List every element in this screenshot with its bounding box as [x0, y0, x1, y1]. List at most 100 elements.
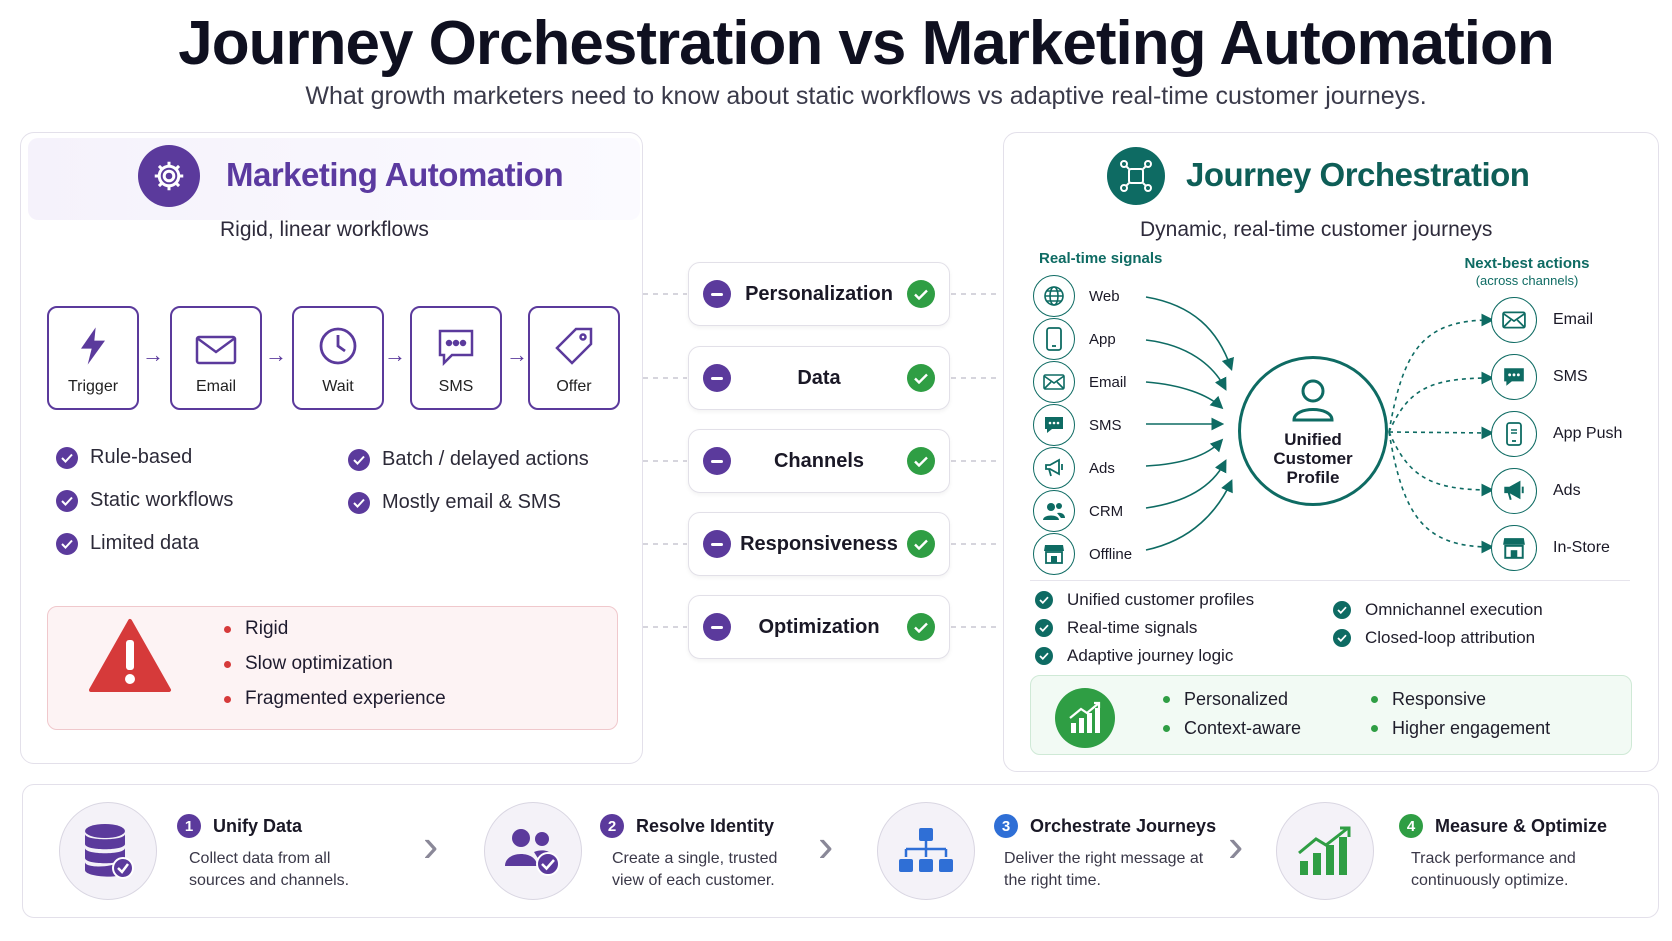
- megaphone-icon: [1491, 468, 1537, 514]
- arrow-right-icon: →: [265, 342, 287, 367]
- arrow-right-icon: →: [384, 342, 406, 367]
- drawback-item: Fragmented experience: [224, 688, 446, 710]
- chat-bubble-icon: [1033, 404, 1075, 446]
- outcome-item: Context-aware: [1163, 718, 1301, 739]
- check-icon: [1333, 629, 1351, 647]
- marketing-automation-header: [28, 138, 640, 220]
- network-icon: [1107, 147, 1165, 205]
- check-icon: [906, 530, 935, 558]
- flow-step-label: SMS: [438, 378, 474, 395]
- comparison-connectors: [643, 293, 1001, 628]
- check-icon: [907, 447, 935, 475]
- marketing-automation-subtitle: Rigid, linear workflows: [220, 218, 429, 241]
- ma-features-left: Rule-based Static workflows Limited data: [56, 446, 233, 555]
- store-icon: [1491, 525, 1537, 571]
- step-number-badge: 2: [600, 814, 624, 838]
- drawback-item: Rigid: [224, 618, 446, 640]
- minus-icon: [703, 280, 731, 308]
- marketing-automation-title: Marketing Automation: [226, 156, 564, 193]
- check-icon: [1035, 647, 1053, 665]
- comparison-optimization: Optimization: [688, 595, 950, 659]
- action-app-push: App Push: [1491, 411, 1622, 457]
- minus-icon: [703, 447, 731, 475]
- jo-features-right: Omnichannel execution Closed-loop attrib…: [1333, 600, 1543, 648]
- ma-features-right: Batch / delayed actions Mostly email & S…: [348, 448, 589, 514]
- flow-step-label: Trigger: [67, 378, 119, 395]
- steps-bar: [22, 784, 1659, 918]
- flow-step-label: Wait: [322, 378, 354, 395]
- check-icon: [907, 280, 935, 308]
- check-icon: [56, 532, 78, 555]
- hierarchy-icon: [877, 802, 975, 900]
- flow-step-email: Email: [170, 306, 262, 410]
- journey-orchestration-title: Journey Orchestration: [1186, 156, 1530, 193]
- feature-item: Limited data: [56, 532, 233, 555]
- check-icon: [1333, 601, 1351, 619]
- drawbacks-list: Rigid Slow optimization Fragmented exper…: [224, 618, 446, 710]
- envelope-icon: [1033, 361, 1075, 403]
- warning-icon: [88, 618, 172, 699]
- signals-heading: Real-time signals: [1039, 250, 1163, 267]
- check-icon: [56, 489, 78, 512]
- clock-icon: [319, 327, 357, 365]
- signal-email: Email: [1033, 361, 1127, 403]
- signal-sms: SMS: [1033, 404, 1122, 446]
- feature-item: Mostly email & SMS: [348, 491, 589, 514]
- comparison-data: Data: [688, 346, 950, 410]
- flow-step-wait: Wait: [292, 306, 384, 410]
- outcome-item: Higher engagement: [1371, 718, 1550, 739]
- flow-step-trigger: Trigger: [47, 306, 139, 410]
- feature-item: Real-time signals: [1035, 618, 1254, 638]
- tag-icon: [555, 327, 593, 365]
- lightning-icon: [81, 327, 105, 365]
- journey-orchestration-subtitle: Dynamic, real-time customer journeys: [1140, 218, 1493, 241]
- outcome-item: Personalized: [1163, 689, 1301, 710]
- flow-step-sms: SMS: [410, 306, 502, 410]
- drawbacks-box: [47, 606, 618, 730]
- page-subtitle: What growth marketers need to know about…: [305, 82, 1427, 110]
- flow-step-label: Offer: [556, 378, 592, 395]
- minus-icon: [703, 364, 731, 392]
- step-number-badge: 1: [177, 814, 201, 838]
- globe-icon: [1033, 275, 1075, 317]
- chat-bubble-icon: [438, 329, 474, 366]
- minus-icon: [703, 613, 731, 641]
- feature-item: Batch / delayed actions: [348, 448, 589, 471]
- flow-step-offer: Offer: [528, 306, 620, 410]
- drawback-item: Slow optimization: [224, 653, 446, 675]
- outcomes-right: Responsive Higher engagement: [1371, 689, 1550, 739]
- check-icon: [906, 364, 935, 392]
- feature-item: Rule-based: [56, 446, 233, 469]
- check-icon: [1035, 591, 1053, 609]
- comparison-responsiveness: Responsiveness: [688, 512, 950, 576]
- feature-item: Closed-loop attribution: [1333, 628, 1543, 648]
- chat-bubble-icon: [1491, 354, 1537, 400]
- divider: [1030, 580, 1630, 581]
- signal-web: Web: [1033, 275, 1120, 317]
- phone-icon: [1491, 411, 1537, 457]
- action-in-store: In-Store: [1491, 525, 1610, 571]
- feature-item: Omnichannel execution: [1333, 600, 1543, 620]
- chevron-right-icon: ›: [818, 819, 834, 871]
- growth-chart-icon: [1055, 688, 1115, 748]
- check-icon: [348, 448, 370, 471]
- signal-flow-lines: [1145, 296, 1495, 554]
- signals-list: Web: [1033, 275, 1120, 318]
- flow-step-label: Email: [195, 378, 236, 395]
- gear-icon: [138, 145, 200, 207]
- comparison-channels: Channels: [688, 429, 950, 493]
- store-icon: [1033, 533, 1075, 575]
- arrow-right-icon: →: [142, 342, 164, 367]
- phone-icon: [1033, 318, 1075, 360]
- users-check-icon: [484, 802, 582, 900]
- action-sms: SMS: [1491, 354, 1588, 400]
- chevron-right-icon: ›: [1228, 819, 1244, 871]
- check-icon: [906, 613, 935, 641]
- check-icon: [56, 446, 78, 469]
- outcomes-left: Personalized Context-aware: [1163, 689, 1301, 739]
- feature-item: Static workflows: [56, 489, 233, 512]
